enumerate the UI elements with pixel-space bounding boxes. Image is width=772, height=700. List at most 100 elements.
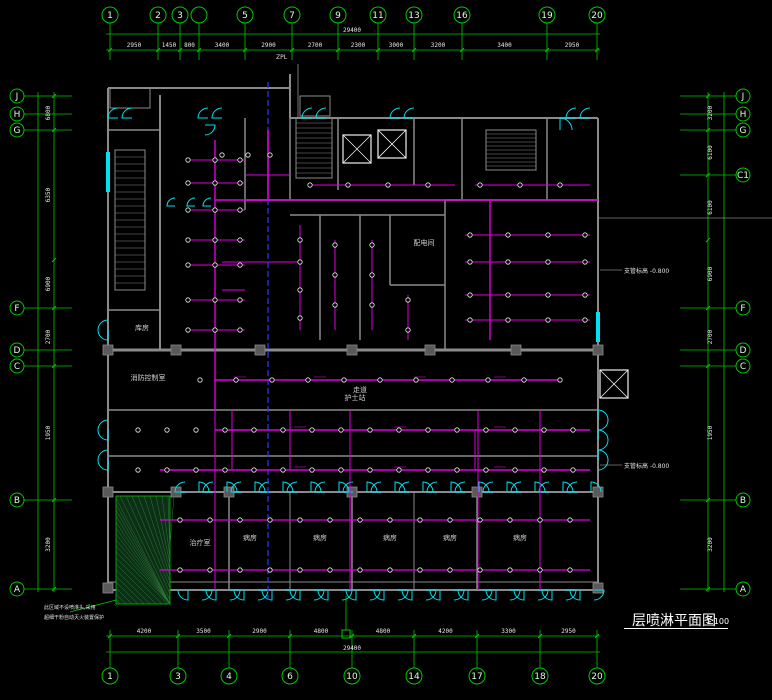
dim-total-top: 29400 xyxy=(343,27,361,34)
door-swing xyxy=(201,589,213,601)
dim-tick-top xyxy=(107,47,113,53)
sprinkler-head-icon xyxy=(507,517,513,523)
dim-value-left: 6800 xyxy=(45,105,52,120)
axis-label-right: B xyxy=(740,496,746,506)
axis-label-top: 1 xyxy=(107,11,113,21)
axis-label-bottom: 6 xyxy=(287,672,293,682)
axis-label-right: G xyxy=(740,126,747,136)
dim-value-bottom: 4800 xyxy=(376,628,391,635)
axis-label-bottom: 20 xyxy=(591,672,603,682)
shaft-box xyxy=(109,87,151,109)
sprinkler-head-icon xyxy=(454,467,460,473)
sprinkler-head-icon xyxy=(332,272,338,278)
dim-tick-left xyxy=(51,93,57,99)
sprinkler-head-icon xyxy=(425,427,431,433)
sprinkler-head-icon xyxy=(545,232,551,238)
note-line-1: 此区域不设喷淋头,采用 xyxy=(44,605,96,611)
dim-value-bottom: 2950 xyxy=(561,628,576,635)
door-swing xyxy=(230,481,242,493)
notes-block: 此区域不设喷淋头,采用 超细干粉自动灭火装置保护 xyxy=(44,604,134,626)
sprinkler-head-icon xyxy=(237,180,243,186)
sprinkler-head-icon xyxy=(467,292,473,298)
window-mark xyxy=(596,312,600,342)
hatch-line xyxy=(115,545,171,605)
dim-value-bottom: 3500 xyxy=(196,628,211,635)
sprinkler-head-icon xyxy=(327,567,333,573)
dim-value-right: 6100 xyxy=(707,145,714,160)
dim-tick-top xyxy=(544,47,550,53)
sprinkler-head-icon xyxy=(477,517,483,523)
axis-label-left: F xyxy=(14,304,19,314)
sprinkler-head-icon xyxy=(237,567,243,573)
sprinkler-head-icon xyxy=(297,315,303,321)
sprinkler-head-icon xyxy=(222,467,228,473)
axis-label-left: G xyxy=(14,126,21,136)
elevator-cross xyxy=(377,129,407,159)
elevator-icon xyxy=(377,129,407,159)
door-swing xyxy=(338,481,350,493)
door-swing xyxy=(342,481,354,493)
sprinkler-head-icon xyxy=(507,567,513,573)
door-swing xyxy=(453,589,465,601)
dim-value-left: 6900 xyxy=(45,276,52,291)
sprinkler-head-icon xyxy=(387,517,393,523)
sprinkler-head-icon xyxy=(135,427,141,433)
dim-tick-right xyxy=(705,497,711,503)
structural-column xyxy=(510,344,522,356)
door-swing xyxy=(565,107,577,119)
door-swing xyxy=(205,589,217,601)
sprinkler-head-icon xyxy=(367,467,373,473)
hatch-line xyxy=(115,551,169,605)
hatch-line xyxy=(131,495,171,589)
axis-label-right: J xyxy=(741,92,745,102)
dim-tick-bottom xyxy=(226,633,232,639)
sprinkler-head-icon xyxy=(177,567,183,573)
sprinkler-head-icon xyxy=(222,427,228,433)
dim-value-top: 3400 xyxy=(215,42,230,49)
dim-tick-top xyxy=(155,47,161,53)
sprinkler-head-icon xyxy=(545,317,551,323)
sprinkler-head-icon xyxy=(417,517,423,523)
sprinkler-head-icon xyxy=(454,427,460,433)
dim-value-top: 3000 xyxy=(389,42,404,49)
dim-value-bottom: 4800 xyxy=(314,628,329,635)
door-swing xyxy=(186,197,196,207)
axis-label-right: A xyxy=(740,585,747,595)
sprinkler-head-icon xyxy=(212,207,218,213)
sprinkler-head-icon xyxy=(557,182,563,188)
sprinkler-head-icon xyxy=(567,567,573,573)
sprinkler-head-icon xyxy=(557,377,563,383)
dim-value-top: 3400 xyxy=(497,42,512,49)
sprinkler-head-icon xyxy=(185,157,191,163)
axis-label-bottom: 1 xyxy=(107,672,113,682)
sprinkler-head-icon xyxy=(207,567,213,573)
door-swing xyxy=(478,481,490,493)
door-swing xyxy=(285,589,297,601)
dim-value-left: 6350 xyxy=(45,187,52,202)
sprinkler-head-icon xyxy=(177,517,183,523)
sprinkler-head-icon xyxy=(449,377,455,383)
door-swing xyxy=(341,589,353,601)
sprinkler-head-icon xyxy=(185,297,191,303)
room-label: 病房 xyxy=(313,533,327,542)
axis-label-bottom: 17 xyxy=(471,672,482,682)
hatch-line xyxy=(137,495,171,583)
door-swing xyxy=(510,481,522,493)
sprinkler-head-icon xyxy=(280,427,286,433)
door-swing xyxy=(426,481,438,493)
sprinkler-head-icon xyxy=(267,152,273,158)
dim-value-top: 2950 xyxy=(127,42,142,49)
shaft-box xyxy=(299,95,331,117)
sprinkler-head-icon xyxy=(309,427,315,433)
window-mark xyxy=(106,152,110,192)
sprinkler-head-icon xyxy=(267,517,273,523)
sprinkler-head-icon xyxy=(164,467,170,473)
hatch-line xyxy=(169,495,175,547)
room-label: 治疗室 xyxy=(190,538,211,547)
sprinkler-head-icon xyxy=(521,377,527,383)
sprinkler-head-icon xyxy=(193,427,199,433)
axis-label-right: C xyxy=(740,362,746,372)
door-swing xyxy=(454,481,466,493)
room-label: 护士站 xyxy=(345,393,366,402)
sprinkler-head-icon xyxy=(212,157,218,163)
